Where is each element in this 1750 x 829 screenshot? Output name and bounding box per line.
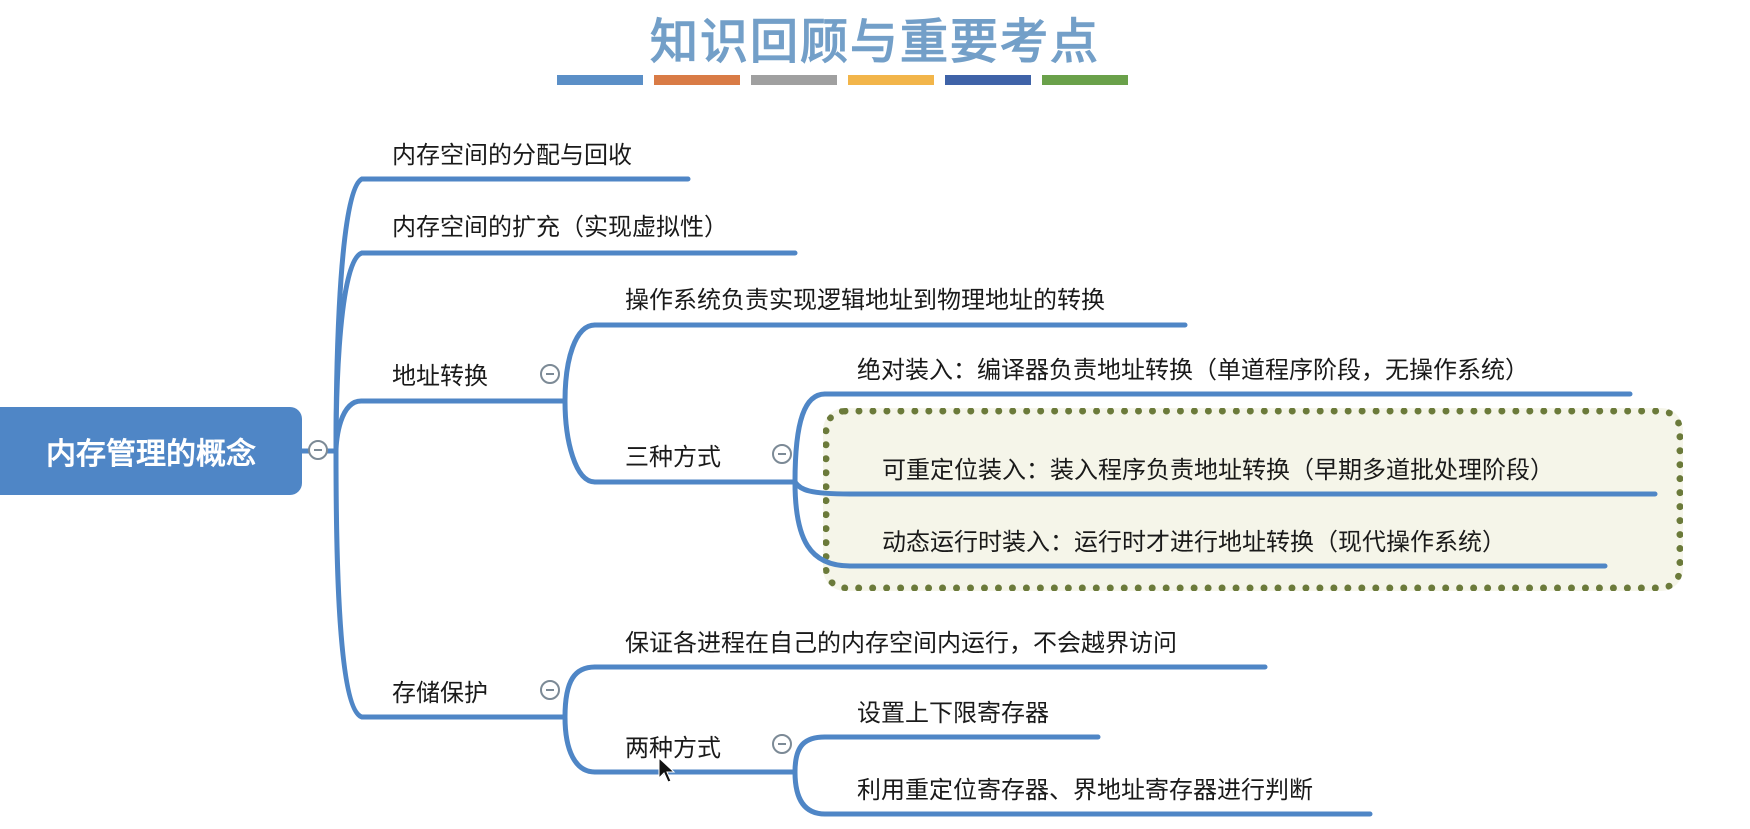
color-bar-5	[945, 75, 1031, 85]
page-title: 知识回顾与重要考点	[649, 14, 1100, 70]
color-bar-6	[1042, 75, 1128, 85]
collapse-three-ways-icon[interactable]	[772, 444, 792, 464]
connector-trunk-4	[333, 448, 365, 720]
color-bar-4	[848, 75, 934, 85]
node-addr-os[interactable]: 操作系统负责实现逻辑地址到物理地址的转换	[625, 286, 1105, 314]
mouse-cursor-icon	[658, 757, 676, 783]
collapse-two-ways-icon[interactable]	[772, 734, 792, 754]
root-node[interactable]: 内存管理的概念	[0, 407, 302, 495]
collapse-addr-icon[interactable]	[540, 364, 560, 384]
node-relocatable[interactable]: 可重定位装入：装入程序负责地址转换（早期多道批处理阶段）	[882, 456, 1554, 484]
node-dynamic[interactable]: 动态运行时装入：运行时才进行地址转换（现代操作系统）	[882, 528, 1506, 556]
connector-trunk-3	[333, 398, 365, 454]
connector-protect-2	[562, 714, 598, 775]
color-bar-3	[751, 75, 837, 85]
node-alloc[interactable]: 内存空间的分配与回收	[392, 141, 632, 169]
connector-addr	[527, 322, 598, 404]
node-protect[interactable]: 存储保护	[392, 679, 488, 707]
highlight-group-box	[823, 408, 1683, 591]
node-addr[interactable]: 地址转换	[392, 362, 488, 390]
collapse-root-icon[interactable]	[308, 440, 328, 460]
node-reloc-reg[interactable]: 利用重定位寄存器、界地址寄存器进行判断	[857, 776, 1313, 804]
node-absolute[interactable]: 绝对装入：编译器负责地址转换（单道程序阶段，无操作系统）	[857, 356, 1529, 384]
node-three-ways[interactable]: 三种方式	[625, 443, 721, 471]
connector-two-1	[757, 734, 828, 775]
node-two-ways[interactable]: 两种方式	[625, 734, 721, 762]
connector-three-3	[792, 479, 853, 569]
node-expand[interactable]: 内存空间的扩充（实现虚拟性）	[392, 213, 728, 241]
collapse-protect-icon[interactable]	[540, 680, 560, 700]
connector-addr-2	[562, 398, 598, 485]
connector-three-1	[757, 391, 828, 485]
color-bar-2	[654, 75, 740, 85]
color-bar-1	[557, 75, 643, 85]
node-bounds-reg[interactable]: 设置上下限寄存器	[857, 699, 1049, 727]
connector-three-2	[792, 479, 853, 497]
connector-two-2	[792, 769, 828, 817]
node-protect-desc[interactable]: 保证各进程在自己的内存空间内运行，不会越界访问	[625, 629, 1177, 657]
